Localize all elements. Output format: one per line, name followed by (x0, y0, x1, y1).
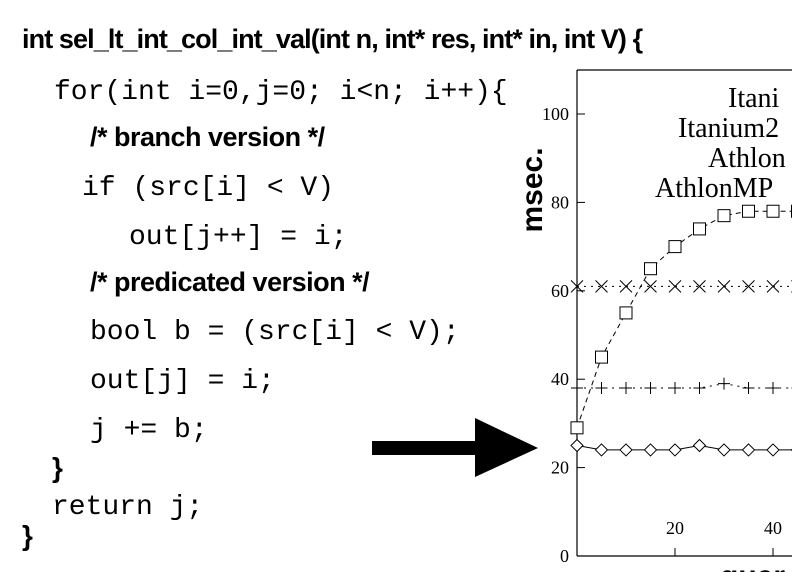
code-assign-predicated: out[j] = i; (90, 366, 275, 397)
code-increment: j += b; (90, 415, 208, 446)
data-point-cross (693, 280, 706, 293)
data-point-plus (595, 382, 608, 395)
data-point-plus (718, 377, 730, 390)
data-point-square (644, 262, 657, 276)
y-tick-label: 40 (551, 369, 569, 389)
code-function-close: } (22, 520, 33, 551)
legend-entry: Itanium2 (678, 113, 779, 144)
data-point-cross (570, 280, 584, 293)
data-point-cross (644, 280, 657, 293)
legend-entry: Athlon (708, 143, 786, 174)
data-point-diamond (643, 443, 658, 457)
data-point-square (717, 209, 731, 223)
data-point-cross (766, 280, 780, 293)
legend-entry: Itani (728, 83, 780, 114)
data-point-square (693, 222, 706, 236)
y-tick-label: 100 (542, 104, 569, 124)
data-point-diamond (717, 443, 731, 457)
y-tick-label: 20 (551, 458, 569, 478)
data-point-diamond (741, 443, 756, 457)
data-point-cross (668, 280, 682, 293)
code-for-loop: for(int i=0,j=0; i<n; i++){ (54, 77, 508, 108)
series-line (576, 444, 792, 451)
legend-entry: AthlonMP (655, 173, 773, 204)
code-assign-branch: out[j++] = i; (129, 222, 348, 253)
series-line (577, 383, 792, 389)
code-comment-predicated: /* predicated version */ (90, 267, 370, 297)
code-loop-close: } (52, 452, 63, 483)
data-point-plus (693, 382, 706, 395)
data-point-square (766, 204, 780, 218)
data-point-cross (595, 280, 608, 293)
data-point-square (668, 240, 682, 254)
code-if-statement: if (src[i] < V) (82, 173, 335, 204)
x-tick-label: 20 (666, 518, 684, 538)
data-point-cross (742, 280, 755, 293)
data-point-plus (571, 382, 583, 395)
y-tick-label: 0 (560, 546, 569, 566)
code-comment-branch: /* branch version */ (90, 122, 325, 152)
y-tick-label: 80 (551, 192, 569, 212)
data-point-plus (742, 382, 755, 395)
data-point-plus (669, 382, 681, 395)
x-tick-label: 40 (764, 518, 782, 538)
data-point-plus (644, 382, 657, 395)
data-point-square (595, 350, 608, 364)
data-point-plus (767, 382, 779, 395)
data-point-cross (619, 280, 633, 293)
data-point-square (619, 306, 633, 320)
code-bool-statement: bool b = (src[i] < V); (90, 317, 460, 348)
data-point-cross (717, 280, 731, 293)
data-point-diamond (570, 438, 584, 453)
data-point-plus (620, 382, 632, 395)
series-line (576, 210, 792, 428)
data-point-diamond (766, 443, 780, 457)
y-tick-label: 60 (551, 281, 569, 301)
y-axis-label: msec. (516, 147, 549, 232)
function-signature: int sel_lt_int_col_int_val(int n, int* r… (22, 24, 643, 54)
x-axis-label: quer (720, 560, 785, 572)
data-point-square (570, 421, 584, 435)
data-point-diamond (668, 443, 682, 457)
data-point-diamond (594, 443, 609, 457)
data-point-diamond (692, 438, 707, 453)
code-return: return j; (52, 492, 204, 523)
data-point-square (742, 204, 755, 218)
data-point-diamond (619, 443, 633, 457)
